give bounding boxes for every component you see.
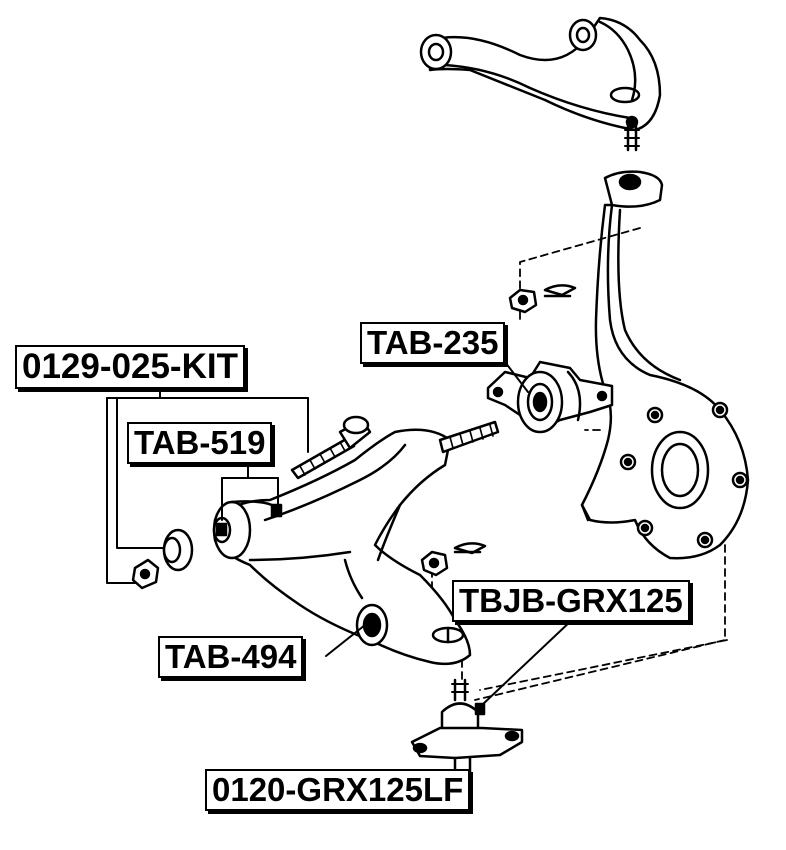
ball-joint	[410, 678, 524, 774]
part-label-0129-025-kit[interactable]: 0129-025-KIT	[15, 345, 245, 389]
cam-bolt	[290, 415, 372, 480]
cam-nut	[131, 558, 160, 590]
castle-nut-upper	[508, 284, 577, 314]
part-label-tab-235[interactable]: TAB-235	[360, 322, 506, 364]
lower-control-arm	[212, 428, 472, 666]
upper-control-arm	[419, 16, 662, 152]
leader-lines	[106, 361, 575, 781]
dashed-guide-lines	[431, 227, 728, 701]
lower-arm-bolt	[438, 420, 500, 454]
castle-nut-lower	[420, 542, 487, 577]
part-label-tbjb-grx125[interactable]: TBJB-GRX125	[452, 580, 690, 622]
cam-washer	[162, 528, 194, 572]
part-label-tab-494[interactable]: TAB-494	[158, 636, 304, 678]
steering-knuckle	[576, 170, 750, 560]
part-label-tab-519[interactable]: TAB-519	[127, 422, 273, 464]
bushing-tab-235	[486, 360, 614, 434]
part-label-0120-grx125lf[interactable]: 0120-GRX125LF	[205, 769, 471, 811]
